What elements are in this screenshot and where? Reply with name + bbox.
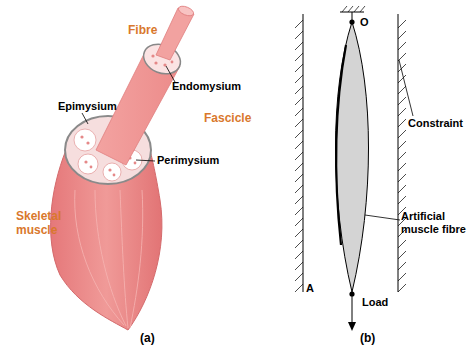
muscle-belly bbox=[51, 150, 162, 330]
hatch-stroke bbox=[295, 273, 303, 281]
hatch-stroke bbox=[295, 240, 303, 248]
point-label: O bbox=[360, 16, 369, 29]
hatch-stroke bbox=[295, 108, 303, 116]
hatch-stroke bbox=[398, 86, 406, 94]
hatch-stroke bbox=[398, 53, 406, 61]
hatch-stroke bbox=[295, 141, 303, 149]
hatch-stroke bbox=[295, 130, 303, 138]
part-name: Skeletal muscle bbox=[16, 210, 72, 238]
hatch-stroke bbox=[398, 20, 406, 28]
artificial-fibre bbox=[336, 22, 369, 292]
part-name: Epimysium bbox=[58, 100, 117, 113]
leader-lines-b bbox=[365, 60, 413, 220]
hatch-stroke bbox=[398, 185, 406, 193]
part-name: Perimysium bbox=[157, 154, 219, 167]
hatch-stroke bbox=[295, 75, 303, 83]
hatch-stroke bbox=[295, 20, 303, 28]
hatch-stroke bbox=[295, 64, 303, 72]
hatch-stroke bbox=[398, 119, 406, 127]
hatch-stroke bbox=[295, 185, 303, 193]
hatch-stroke bbox=[295, 163, 303, 171]
hatch-stroke bbox=[398, 196, 406, 204]
fibre-end bbox=[177, 4, 195, 17]
hatch-stroke bbox=[295, 284, 303, 292]
hatch-stroke bbox=[295, 42, 303, 50]
hatch-stroke bbox=[398, 42, 406, 50]
hatch-stroke bbox=[398, 97, 406, 105]
hatch-stroke bbox=[398, 130, 406, 138]
part-name: Artificial muscle fibre bbox=[401, 210, 469, 235]
hatch-stroke bbox=[398, 163, 406, 171]
leader-lines bbox=[82, 66, 175, 161]
hatch-stroke bbox=[398, 251, 406, 259]
figure-label: (b) bbox=[360, 332, 375, 346]
point-label: A bbox=[306, 282, 314, 295]
hatch-stroke bbox=[348, 6, 353, 12]
hatch-stroke bbox=[295, 251, 303, 259]
hatch-stroke bbox=[295, 119, 303, 127]
hatch-stroke bbox=[295, 229, 303, 237]
hatch-stroke bbox=[398, 31, 406, 39]
hatch-stroke bbox=[295, 97, 303, 105]
hatch-stroke bbox=[354, 6, 359, 12]
hatch-stroke bbox=[295, 86, 303, 94]
hatch-stroke bbox=[295, 31, 303, 39]
constraint-walls bbox=[303, 12, 398, 292]
hatch-stroke bbox=[295, 53, 303, 61]
part-name: Endomysium bbox=[172, 80, 241, 93]
hatch-stroke bbox=[295, 152, 303, 160]
hatch-stroke bbox=[360, 6, 365, 12]
hatch-stroke bbox=[295, 262, 303, 270]
hatch-stroke bbox=[398, 284, 406, 292]
figure-label: (a) bbox=[140, 332, 155, 346]
muscle-striations bbox=[75, 190, 143, 328]
part-name: Fascicle bbox=[204, 112, 251, 126]
hatch-stroke bbox=[398, 240, 406, 248]
load-arrowhead bbox=[348, 322, 356, 331]
part-name: Fibre bbox=[128, 24, 157, 38]
hatch-stroke bbox=[295, 207, 303, 215]
hatch-stroke bbox=[295, 196, 303, 204]
part-name: Constraint bbox=[408, 117, 463, 130]
point-o bbox=[349, 19, 354, 24]
hatch-stroke bbox=[398, 174, 406, 182]
hatch-stroke bbox=[398, 273, 406, 281]
wall-hatching bbox=[295, 6, 406, 292]
hatch-stroke bbox=[295, 218, 303, 226]
hatch-stroke bbox=[398, 262, 406, 270]
hatch-stroke bbox=[295, 174, 303, 182]
load-label: Load bbox=[362, 296, 388, 309]
hatch-stroke bbox=[342, 6, 347, 12]
hatch-stroke bbox=[398, 152, 406, 160]
hatch-stroke bbox=[398, 108, 406, 116]
hatch-stroke bbox=[398, 141, 406, 149]
sleeve bbox=[336, 45, 346, 245]
